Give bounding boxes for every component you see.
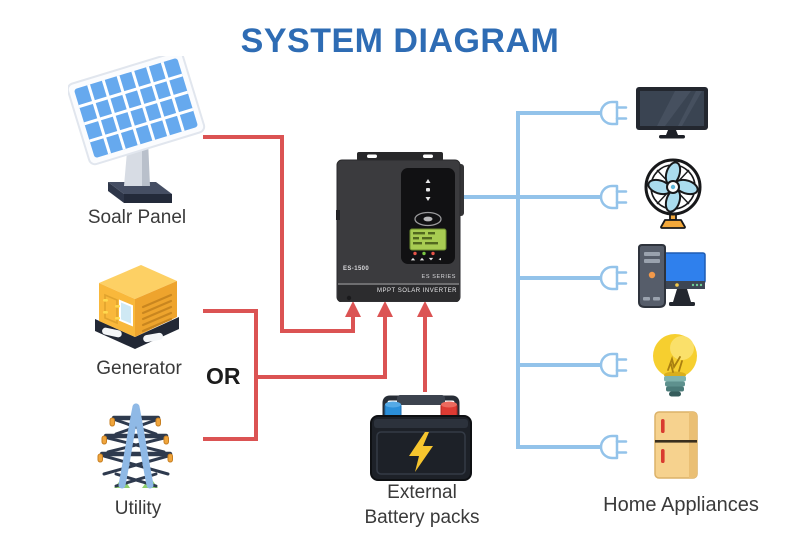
or-to-inverter-line bbox=[256, 316, 387, 379]
plug-icon bbox=[599, 100, 628, 126]
battery-arrowhead bbox=[417, 301, 433, 317]
battery-icon bbox=[370, 395, 472, 481]
solar-panel-icon bbox=[68, 56, 206, 203]
plug-icon bbox=[599, 434, 628, 460]
battery-label-line2: Battery packs bbox=[364, 507, 480, 528]
plug-icon bbox=[599, 352, 628, 378]
utility-label: Utility bbox=[114, 498, 162, 519]
plug-icon bbox=[599, 184, 628, 210]
fan-icon bbox=[644, 158, 702, 229]
inverter-icon: ES-1500 ES SERIES MPPT SOLAR INVERTER bbox=[335, 150, 465, 302]
solar-panel-label: Soalr Panel bbox=[87, 207, 187, 228]
tv-icon bbox=[636, 87, 708, 139]
desktop-computer-icon bbox=[638, 244, 706, 308]
generator-label: Generator bbox=[96, 358, 182, 379]
inverter-model-text: ES-1500 bbox=[343, 266, 370, 272]
refrigerator-icon bbox=[654, 411, 698, 479]
inverter-product-text: MPPT SOLAR INVERTER bbox=[377, 288, 457, 294]
battery-label: External Battery packs bbox=[322, 480, 522, 530]
utility-tower-icon bbox=[97, 403, 173, 489]
generator-icon bbox=[95, 265, 179, 349]
solar-arrowhead bbox=[345, 301, 361, 317]
battery-label-line1: External bbox=[387, 482, 457, 503]
home-appliances-label: Home Appliances bbox=[603, 494, 759, 516]
solar-to-inverter-line bbox=[203, 135, 355, 333]
page-title: SYSTEM DIAGRAM bbox=[240, 22, 560, 60]
plug-icon bbox=[599, 265, 628, 291]
light-bulb-icon bbox=[653, 334, 697, 397]
or-label: OR bbox=[206, 363, 241, 389]
or-arrowhead bbox=[377, 301, 393, 317]
inverter-series-text: ES SERIES bbox=[421, 274, 456, 280]
